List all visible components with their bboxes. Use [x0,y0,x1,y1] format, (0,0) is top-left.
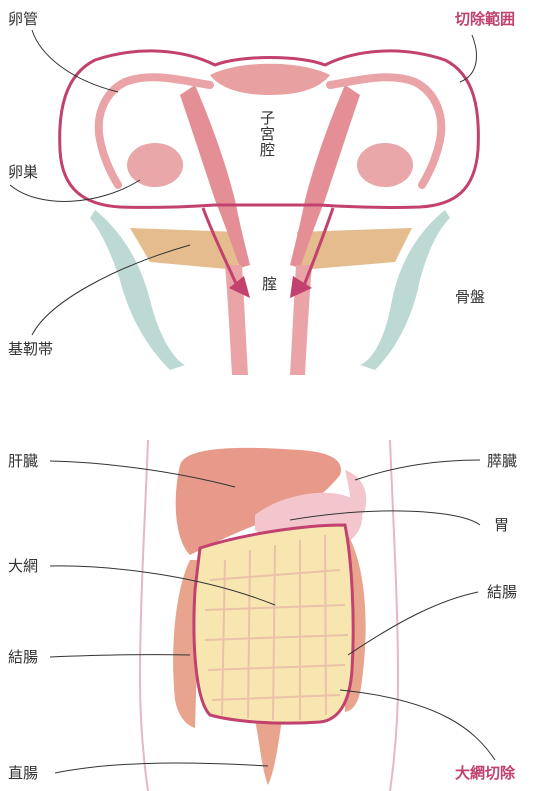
uterine-fundus [210,64,330,95]
leader-colon-left [50,655,190,657]
label-ovary: 卵巣 [8,163,38,181]
leader-oviduct [32,30,118,92]
torso-outline-right [390,440,398,791]
label-stomach: 胃 [494,516,509,534]
leader-rectum [55,763,268,773]
label-omentectomy: 大網切除 [455,764,515,782]
label-cardinal-ligament: 基靭帯 [8,340,53,358]
label-pancreas: 膵臓 [487,452,517,470]
label-colon-right: 結腸 [487,583,517,601]
uterus-diagram [10,30,478,375]
cardinal-ligament-right [297,228,412,270]
leader-colon-right [348,592,478,655]
torso-outline-left [140,440,148,791]
leader-omentectomy [340,690,495,760]
label-rectum: 直腸 [8,764,38,782]
label-oviduct: 卵管 [8,10,38,28]
ovary-right [357,143,413,187]
abdomen-diagram [50,440,495,791]
label-pelvis: 骨盤 [455,288,485,306]
label-uterine-cavity: 子宮腔 [258,110,276,158]
label-liver: 肝臓 [8,452,38,470]
rectum [255,720,282,785]
leader-pancreas [355,460,480,480]
ovary-left [127,143,183,187]
label-vagina: 腟 [262,275,277,293]
cardinal-ligament-left [130,228,240,270]
label-resection-range: 切除範囲 [455,10,515,28]
label-omentum: 大網 [8,557,38,575]
label-colon-left: 結腸 [8,648,38,666]
